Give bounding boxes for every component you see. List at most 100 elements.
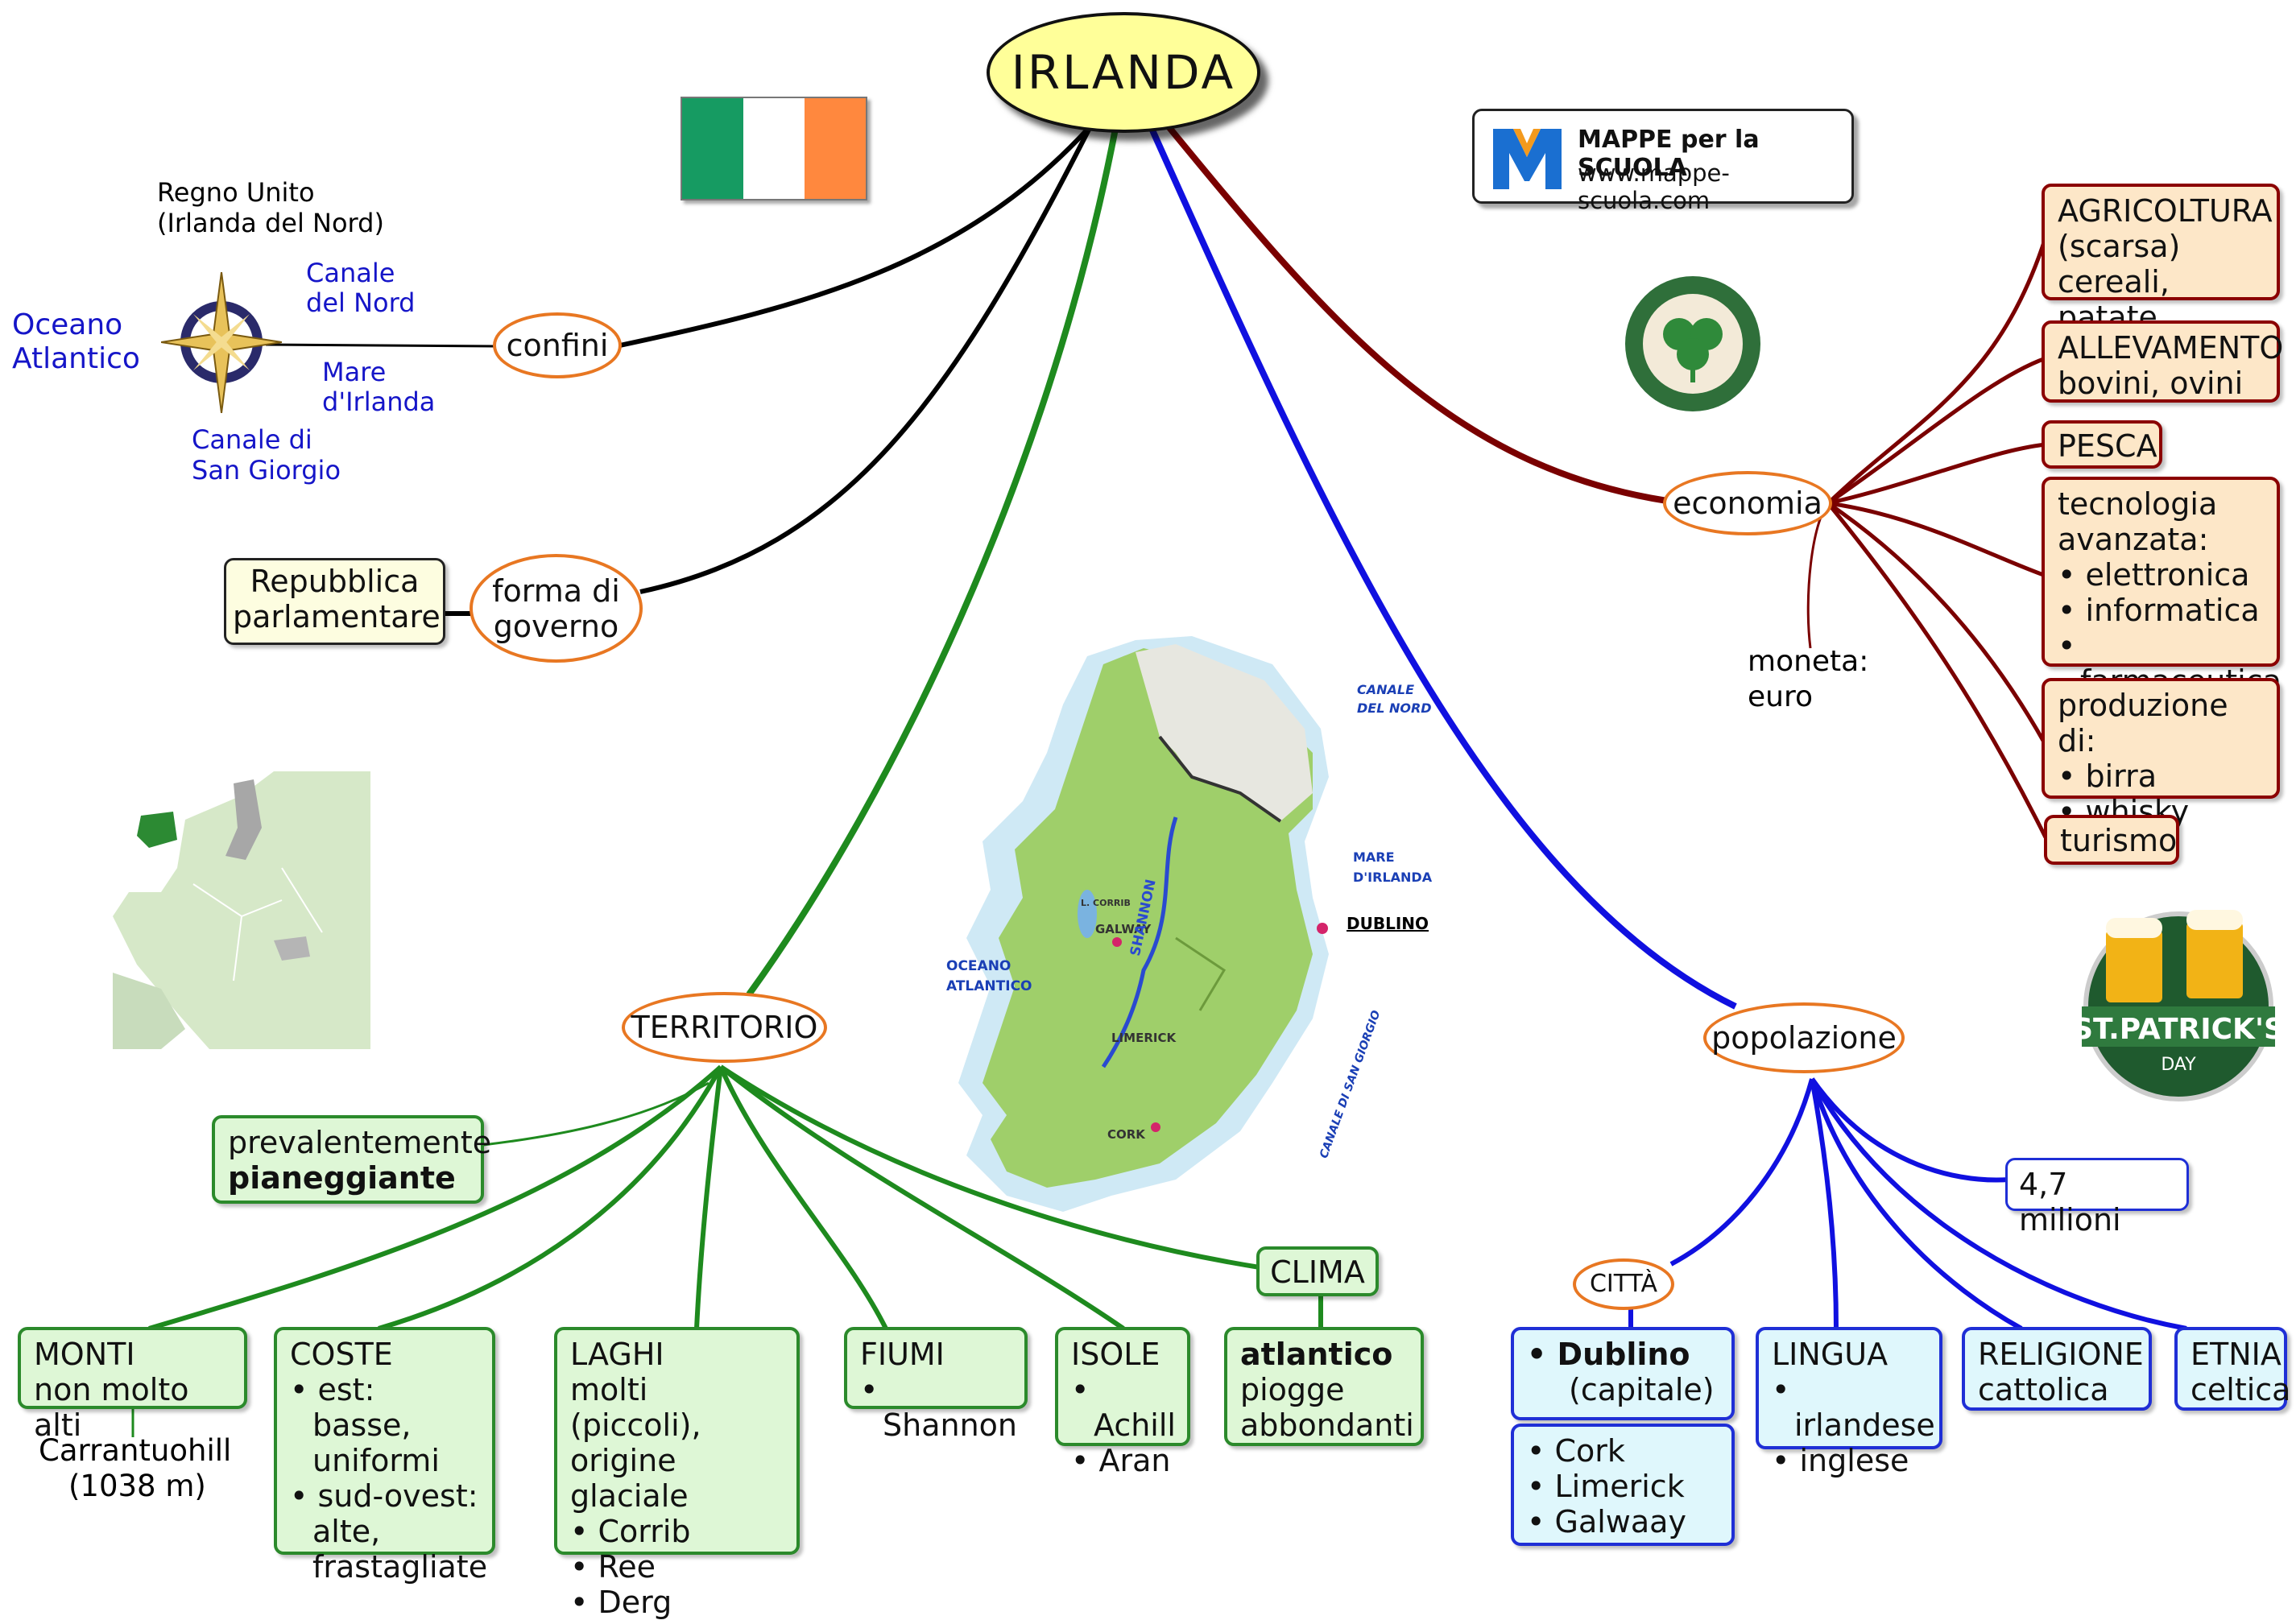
isole-title: ISOLE xyxy=(1071,1337,1160,1372)
ireland-physical-map: CANALE DEL NORD MARE D'IRLANDA OCEANO AT… xyxy=(934,632,1450,1244)
eco-tecnologia[interactable]: tecnologia avanzata: elettronica informa… xyxy=(2042,477,2282,699)
lingua-title: LINGUA xyxy=(1772,1337,1889,1372)
clima-line1: atlantico xyxy=(1240,1337,1393,1372)
religione-title: RELIGIONE xyxy=(1978,1337,2144,1372)
brand-logo[interactable]: MAPPE per la SCUOLA www.mappe-scuola.com xyxy=(1472,109,1854,214)
confini-north-1: Regno Unito xyxy=(157,177,315,208)
link-root-governo xyxy=(639,123,1094,594)
citta-capitale-box[interactable]: Dublino (capitale) xyxy=(1511,1327,1735,1420)
map-cork: CORK xyxy=(1107,1127,1145,1142)
coste-est-1: est: basse, xyxy=(312,1372,412,1443)
confini-e-1: Mare xyxy=(322,357,387,387)
monti-desc: non molto alti xyxy=(34,1372,189,1443)
citta-node[interactable]: CITTÀ xyxy=(1573,1258,1674,1310)
etnia-box[interactable]: ETNIA celtica xyxy=(2174,1327,2290,1411)
eco-turismo-title: turismo xyxy=(2060,823,2178,858)
root-title: IRLANDA xyxy=(1011,45,1236,100)
religione-box[interactable]: RELIGIONE cattolica xyxy=(1962,1327,2152,1411)
mappe-logo-icon xyxy=(1489,121,1566,192)
stpatrick-text: ST.PATRICK'S xyxy=(2072,1013,2285,1046)
link-confini-compass xyxy=(265,343,496,348)
monti-peak-1: Carrantuohill xyxy=(39,1433,232,1468)
eco-tecnologia-title-2: avanzata: xyxy=(2058,522,2209,557)
clima-line3: abbondanti xyxy=(1240,1407,1414,1443)
citta-capital-note: (capitale) xyxy=(1569,1372,1715,1407)
eco-allevamento-animals: bovini, ovini xyxy=(2058,366,2244,401)
governo-label-1: forma di xyxy=(492,572,620,609)
confini-west-2: Atlantico xyxy=(12,342,140,375)
laghi-box[interactable]: LAGHI molti (piccoli), origine glaciale … xyxy=(554,1327,800,1620)
map-oceano-2: ATLANTICO xyxy=(946,978,1032,994)
connector-layer xyxy=(131,118,2187,1437)
confini-label: confini xyxy=(506,328,609,363)
eco-agricoltura-title: AGRICOLTURA xyxy=(2058,193,2273,229)
governo-node[interactable]: forma di governo xyxy=(470,554,643,663)
eco-allevamento[interactable]: ALLEVAMENTO bovini, ovini xyxy=(2042,320,2283,403)
citta-capital: Dublino xyxy=(1527,1337,1719,1372)
eco-turismo[interactable]: turismo xyxy=(2044,815,2179,865)
fiumi-bullet: Shannon xyxy=(860,1372,1017,1443)
link-root-territorio xyxy=(746,128,1119,997)
map-mare-2: D'IRLANDA xyxy=(1353,870,1433,885)
monti-box[interactable]: MONTI non molto alti xyxy=(18,1327,247,1443)
laghi-bullet: Derg xyxy=(570,1585,784,1620)
eco-produzione[interactable]: produzione di: birra whisky xyxy=(2042,678,2280,829)
europe-locator-map xyxy=(113,771,370,1049)
eco-produzione-bullet: birra xyxy=(2058,758,2264,794)
eco-tecnologia-bullet: elettronica xyxy=(2058,557,2264,593)
irish-flag-icon xyxy=(681,97,867,200)
confini-west-1: Oceano xyxy=(12,308,123,341)
confini-ne-1: Canale xyxy=(306,258,395,288)
popolazione-count-box[interactable]: 4,7 milioni xyxy=(2005,1158,2189,1238)
popolazione-count: 4,7 milioni xyxy=(2019,1167,2121,1238)
citta-other: Galwaay xyxy=(1527,1504,1719,1539)
clima-label-box[interactable]: CLIMA xyxy=(1256,1246,1379,1296)
territorio-label: TERRITORIO xyxy=(631,1010,818,1045)
lingua-box[interactable]: LINGUA irlandese inglese xyxy=(1756,1327,1942,1478)
laghi-bullet: Corrib xyxy=(570,1514,784,1549)
eco-agricoltura-note: (scarsa) xyxy=(2058,229,2181,264)
confini-node[interactable]: confini xyxy=(493,312,622,378)
map-canale-nord-1: CANALE xyxy=(1357,682,1415,697)
map-galway: GALWAY xyxy=(1095,922,1152,936)
governo-value-2: parlamentare xyxy=(233,599,441,634)
stpatrick-day-text: DAY xyxy=(2161,1055,2196,1075)
confini-s-1: Canale di xyxy=(192,424,312,455)
link-root-popolazione xyxy=(1147,123,1737,1010)
laghi-line2: molti (piccoli), xyxy=(570,1372,701,1443)
confini-north-2: (Irlanda del Nord) xyxy=(157,208,384,238)
map-dublino: DUBLINO xyxy=(1347,914,1429,933)
territorio-pianura[interactable]: prevalentemente pianeggiante xyxy=(212,1115,491,1204)
economia-node[interactable]: economia xyxy=(1663,471,1832,535)
coste-bullet-sudovest: sud-ovest: xyxy=(290,1478,479,1514)
clima-label: CLIMA xyxy=(1270,1254,1365,1290)
isole-box[interactable]: ISOLE Achill Aran xyxy=(1055,1327,1190,1478)
territorio-node[interactable]: TERRITORIO xyxy=(622,992,827,1063)
map-corrib: L. CORRIB xyxy=(1081,898,1131,908)
eco-agricoltura[interactable]: AGRICOLTURA (scarsa) cereali, patate xyxy=(2042,184,2280,335)
citta-altre-box[interactable]: Cork Limerick Galwaay xyxy=(1511,1424,1735,1546)
coste-box[interactable]: COSTE est: basse, uniformi sud-ovest: al… xyxy=(274,1327,495,1585)
fiumi-box[interactable]: FIUMI Shannon xyxy=(844,1327,1028,1443)
moneta-line1: moneta: xyxy=(1748,645,1869,678)
popolazione-node[interactable]: popolazione xyxy=(1703,1002,1905,1073)
citta-other: Cork xyxy=(1527,1433,1719,1469)
fiumi-title: FIUMI xyxy=(860,1337,945,1372)
coste-sw-3: frastagliate xyxy=(312,1549,488,1585)
confini-e-2: d'Irlanda xyxy=(322,386,436,417)
lingua-bullet: irlandese xyxy=(1772,1372,1935,1443)
monti-title: MONTI xyxy=(34,1337,135,1372)
root-node[interactable]: IRLANDA xyxy=(987,12,1260,133)
territory-branches xyxy=(131,1064,1323,1437)
confini-ne-2: del Nord xyxy=(306,287,416,318)
clima-box[interactable]: atlantico piogge abbondanti xyxy=(1224,1327,1424,1446)
governo-value-box[interactable]: Repubblica parlamentare xyxy=(224,558,445,645)
eco-tecnologia-bullet: informatica xyxy=(2058,593,2264,628)
monti-peak-2: (1038 m) xyxy=(68,1469,206,1503)
eco-pesca[interactable]: PESCA xyxy=(2042,420,2162,469)
population-branches xyxy=(1628,1077,2187,1331)
clima-line2: piogge xyxy=(1240,1372,1345,1407)
brand-title: MAPPE per la SCUOLA xyxy=(1578,126,1760,182)
laghi-line3: origine glaciale xyxy=(570,1443,689,1514)
link-root-economia xyxy=(1160,118,1668,504)
